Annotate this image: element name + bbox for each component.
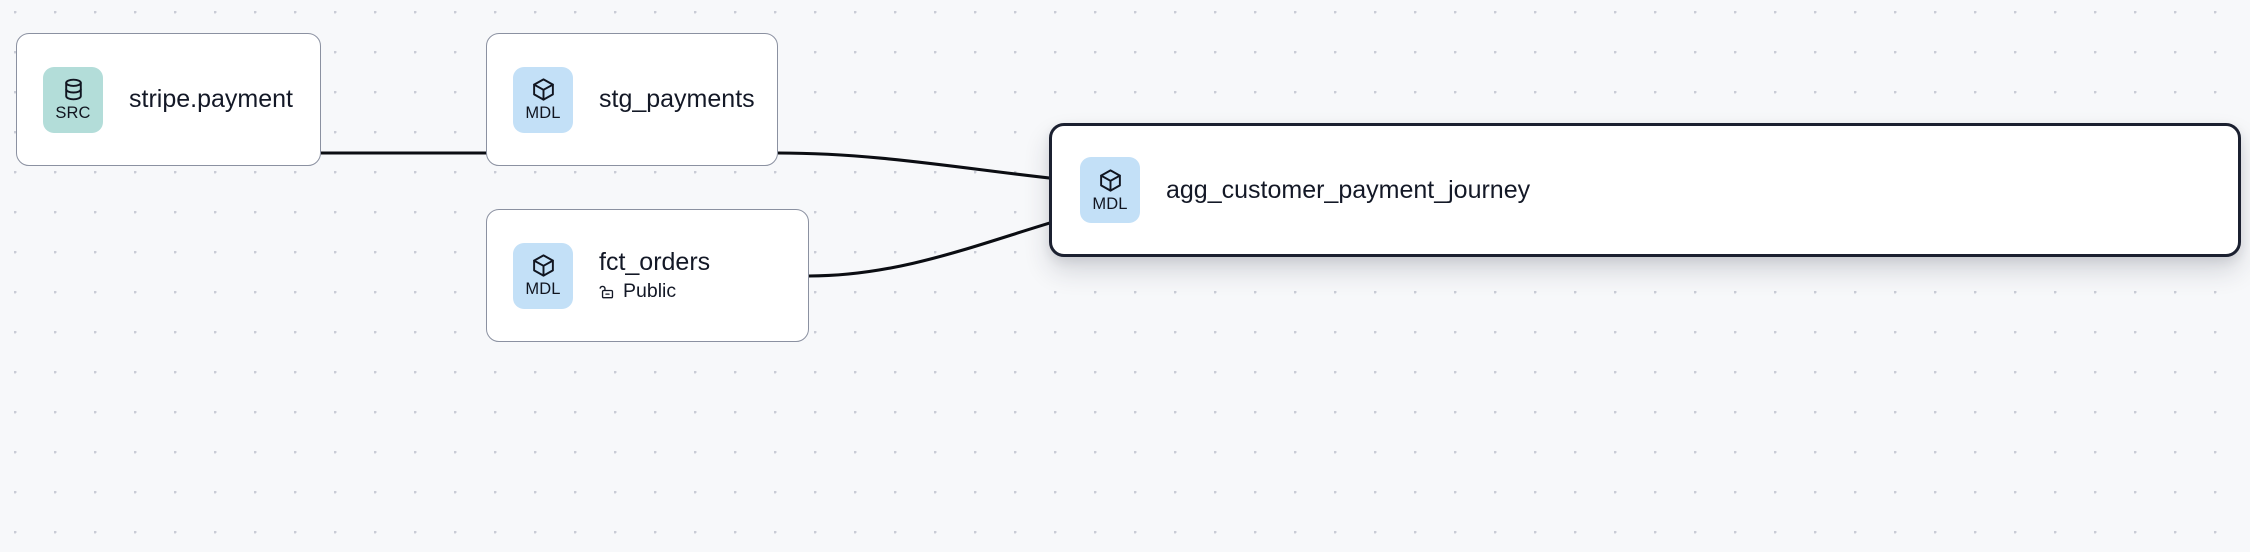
node-title: fct_orders [599,248,711,277]
node-text: fct_orders Public [599,249,710,301]
badge-label: MDL [525,280,561,299]
node-text: agg_customer_payment_journey [1166,177,1530,204]
node-title: agg_customer_payment_journey [1166,175,1531,204]
badge-src: SRC [43,66,103,133]
node-agg-customer-payment-journey[interactable]: MDL agg_customer_payment_journey [1049,123,2241,257]
badge-mdl: MDL [1080,157,1140,223]
node-visibility: Public [599,281,710,302]
badge-mdl: MDL [513,242,573,309]
cube-icon [532,254,554,277]
node-text: stripe.payment [129,86,293,113]
badge-label: SRC [55,104,91,123]
node-visibility-label: Public [623,279,677,302]
unlock-icon [599,285,614,299]
cube-icon [532,78,554,101]
node-text: stg_payments [599,86,755,113]
badge-mdl: MDL [513,66,573,133]
node-stg-payments[interactable]: MDL stg_payments [486,33,778,166]
node-stripe-payment[interactable]: SRC stripe.payment [16,33,321,166]
badge-label: MDL [525,104,561,123]
node-fct-orders[interactable]: MDL fct_orders Public [486,209,809,342]
cube-icon [1099,169,1121,192]
badge-label: MDL [1092,194,1128,213]
node-title: stripe.payment [129,85,293,114]
database-icon [64,78,82,101]
node-title: stg_payments [599,85,755,114]
